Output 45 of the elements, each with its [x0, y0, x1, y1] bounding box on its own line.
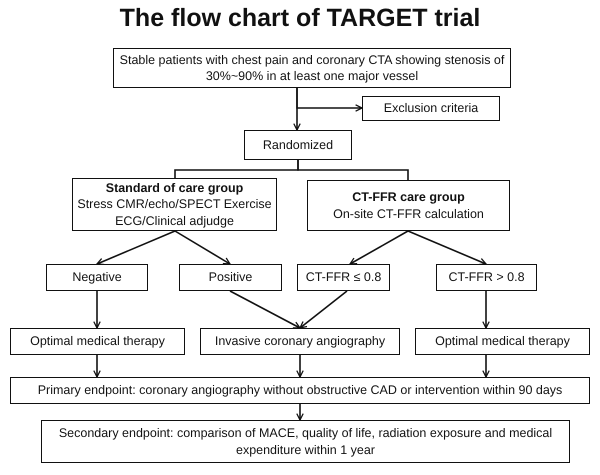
group-heading: CT-FFR care group [352, 189, 465, 206]
box-label: Positive [208, 269, 252, 286]
box-label: Randomized [262, 136, 334, 154]
arrow [230, 290, 301, 329]
box-label: Stable patients with chest pain and coronary CTA showing stenosis of 30%~90% in at least one major vessel [118, 52, 506, 84]
process-box [200, 328, 400, 355]
box-label: CT-FFR > 0.8 [448, 269, 525, 286]
process-box [415, 328, 590, 355]
arrow [349, 230, 408, 265]
group-description: On-site CT-FFR calculation [333, 206, 484, 222]
box-label: CT-FFR ≤ 0.8 [306, 269, 382, 286]
box-label: Optimal medical therapy [30, 333, 165, 350]
process-box [10, 328, 185, 355]
arrow [96, 230, 176, 266]
arrow [93, 291, 101, 329]
process-box [113, 48, 511, 88]
arrow [296, 355, 304, 378]
box-label: Negative [72, 269, 122, 286]
process-box [297, 264, 390, 291]
box-label: Invasive coronary angiography [214, 333, 386, 350]
arrow [299, 290, 348, 329]
arrow [482, 291, 490, 329]
process-box [179, 264, 282, 291]
arrow [296, 404, 304, 421]
group-heading: Standard of care group [106, 180, 244, 196]
arrow [293, 88, 301, 131]
process-box [436, 264, 537, 291]
arrow [93, 355, 101, 378]
group-description: Stress CMR/echo/SPECT Exercise ECG/Clinical adjudge [77, 196, 272, 229]
box-label: Exclusion criteria [384, 100, 478, 117]
box-label: Optimal medical therapy [435, 333, 570, 350]
box-label: Primary endpoint: coronary angiography without obstructive CAD or intervention within 90 days [38, 382, 562, 399]
process-box [244, 130, 352, 160]
process-box [72, 178, 277, 231]
arrow [174, 230, 231, 265]
process-box [46, 264, 148, 291]
chart-title: The flow chart of TARGET trial [118, 4, 482, 33]
process-box [10, 377, 590, 404]
box-label: Secondary endpoint: comparison of MACE, quality of life, radiation exposure and medical expenditure within 1 year [58, 425, 554, 458]
arrow [408, 230, 487, 266]
process-box [362, 96, 500, 121]
process-box [307, 180, 510, 231]
process-box [41, 420, 570, 463]
arrow [482, 355, 490, 378]
connector-line [297, 160, 409, 180]
